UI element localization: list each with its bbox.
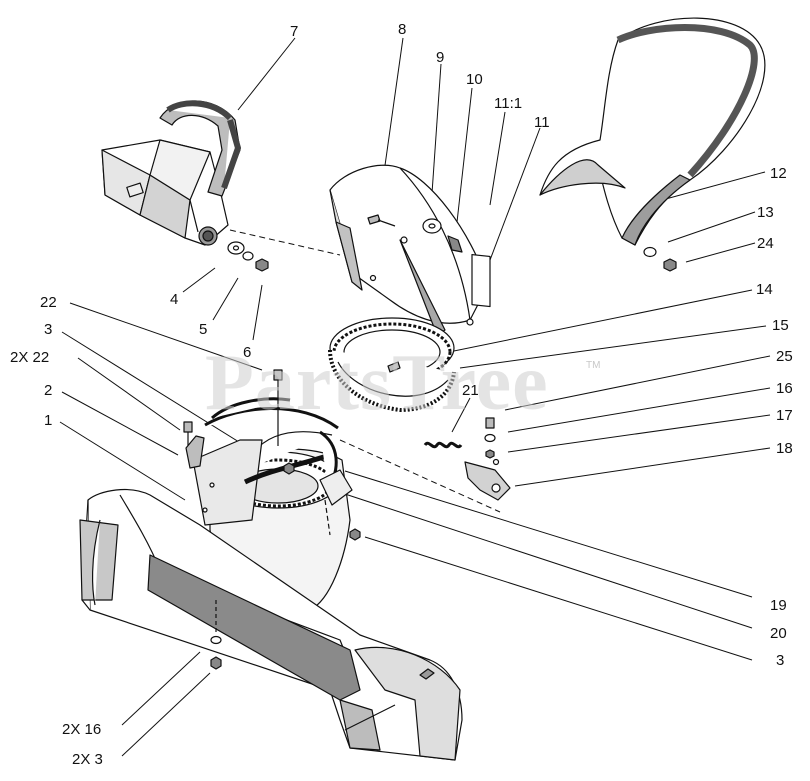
auger-housing — [79, 369, 463, 761]
chute-ring — [328, 317, 456, 412]
deflector-hardware — [643, 246, 677, 272]
callout-10: 10 — [466, 71, 483, 88]
callout-25: 25 — [776, 348, 793, 365]
upper-chute — [329, 164, 489, 336]
callout-5: 5 — [199, 321, 208, 338]
callout-16: 16 — [776, 380, 793, 397]
callout-4: 4 — [170, 291, 179, 308]
callout-12: 12 — [770, 165, 787, 182]
callout-7: 7 — [290, 23, 299, 40]
callout-2x3: 2X 3 — [72, 751, 103, 768]
callout-11: 11 — [534, 114, 550, 131]
callout-19: 19 — [770, 597, 787, 614]
callout-2x16: 2X 16 — [62, 721, 102, 738]
watermark: PartsTree — [205, 339, 549, 427]
callout-22: 22 — [40, 294, 57, 311]
callout-11-1: 11:1 — [494, 95, 523, 112]
callout-15: 15 — [772, 317, 789, 334]
chute-deflector — [539, 17, 766, 246]
callout-21: 21 — [462, 382, 479, 399]
leader-lines — [59, 37, 771, 757]
callout-8: 8 — [398, 21, 407, 38]
callout-13: 13 — [757, 204, 774, 221]
callout-2: 2 — [44, 382, 53, 399]
callout-3-upper: 3 — [44, 321, 53, 338]
callout-6: 6 — [243, 344, 252, 361]
callout-20: 20 — [770, 625, 787, 642]
callout-3-lower: 3 — [776, 652, 785, 669]
watermark-tm: TM — [586, 360, 601, 371]
callout-14: 14 — [756, 281, 773, 298]
callout-9: 9 — [436, 49, 445, 66]
callout-2x22: 2X 22 — [10, 349, 50, 366]
callout-24: 24 — [757, 235, 774, 252]
callout-17: 17 — [776, 407, 793, 424]
callout-18: 18 — [776, 440, 793, 457]
chute-hardware — [367, 214, 491, 308]
callout-1: 1 — [44, 412, 53, 429]
washer-nut-set — [227, 241, 269, 272]
spring-and-latch — [423, 417, 511, 501]
crank-handle-assembly — [101, 100, 241, 246]
